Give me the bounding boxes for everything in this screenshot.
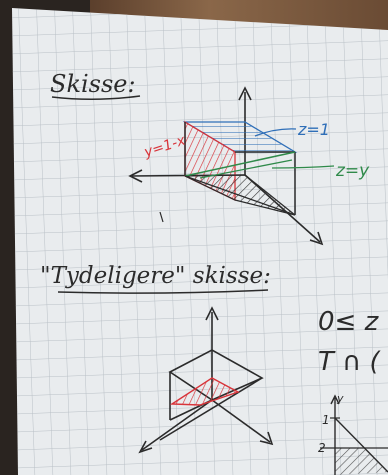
- heading-underline: [51, 95, 141, 100]
- right-set-partial: T ∩ (: [318, 347, 381, 377]
- right-inequality-partial: 0≤ z: [318, 307, 380, 337]
- heading-clearer-underline: [57, 289, 269, 294]
- heading-clearer-sketch: "Tydeligere" skisse:: [40, 263, 271, 289]
- paper-sheet: [12, 8, 388, 475]
- small-2d-plot: [320, 394, 388, 475]
- axis-tick-1: 1: [322, 413, 330, 427]
- label-z-equals-1: z=1: [297, 120, 330, 139]
- sketch-3d-bottom: [138, 306, 274, 454]
- heading-sketch: Skisse:: [50, 70, 136, 98]
- sketch-3d-top: [128, 86, 335, 246]
- axis-tick-2: 2: [318, 441, 326, 455]
- label-z-equals-y: z=y: [335, 161, 370, 181]
- axis-y-label: y: [336, 392, 344, 405]
